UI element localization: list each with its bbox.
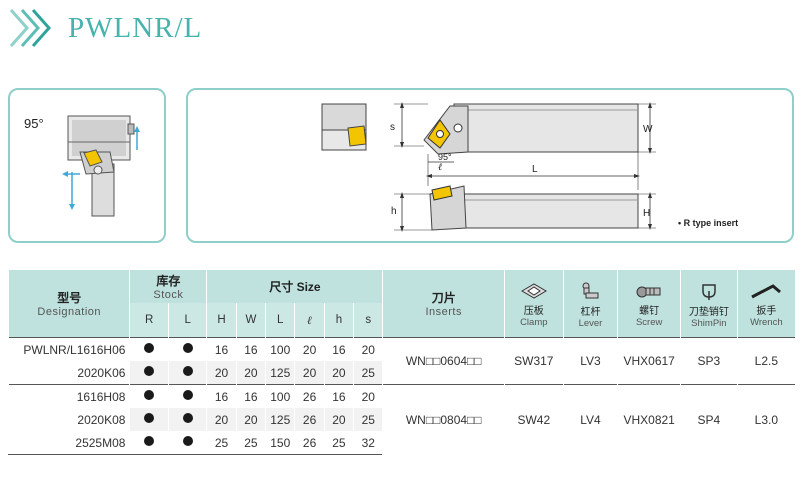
screw-header: 螺钉 Screw <box>617 270 681 338</box>
stock-l-dot <box>182 413 193 423</box>
wrench-header: 扳手 Wrench <box>736 270 795 338</box>
clamp-icon <box>520 282 547 299</box>
table-row: 2020K08 20 20 125 26 20 25 <box>7 408 796 431</box>
shimpin-cell: SP3 <box>680 337 738 385</box>
stock-header: 库存 Stock <box>129 270 207 303</box>
page-title: PWLNR/L <box>68 11 203 44</box>
stock-l-header: L <box>167 303 207 338</box>
approach-angle-label: 95° <box>24 116 44 131</box>
wrench-cell: L3.0 <box>736 384 795 455</box>
title-bar: PWLNR/L <box>8 6 202 50</box>
size-ell-header: ℓ <box>294 303 325 338</box>
shimpin-header: 刀垫销钉 ShimPin <box>680 270 738 338</box>
wrench-icon <box>751 283 782 298</box>
inserts-header: 刀片 Inserts <box>382 270 505 338</box>
orientation-drawing <box>62 115 140 217</box>
clamp-cell: SW42 <box>503 384 564 455</box>
insert-cell: WN□□0604□□ <box>382 337 505 385</box>
screw-cell: VHX0821 <box>617 384 681 455</box>
clamp-header: 压板 Clamp <box>503 270 564 338</box>
size-l-header: L <box>265 303 295 338</box>
screw-cell: VHX0617 <box>617 337 681 385</box>
lever-cell: LV3 <box>562 337 618 385</box>
size-small-h-header: h <box>323 303 354 338</box>
stock-r-dot <box>144 343 155 353</box>
clamp-cell: SW317 <box>503 337 564 385</box>
insert-cell: WN□□0804□□ <box>382 384 505 455</box>
lever-header: 杠杆 Lever <box>562 270 618 338</box>
stock-l-dot <box>182 390 193 400</box>
dim-l-label: L <box>532 164 538 175</box>
dim-s-label: s <box>390 122 395 133</box>
screw-icon <box>636 286 661 297</box>
stock-r-dot <box>144 436 155 446</box>
table-row: PWLNR/L1616H06 16 16 100 20 16 20 WN□□06… <box>7 337 795 385</box>
size-w-header: W <box>235 303 266 338</box>
stock-l-dot <box>182 343 193 353</box>
stock-r-header: R <box>129 303 169 338</box>
orientation-diagram-panel: 95° <box>8 88 166 243</box>
stock-l-dot <box>182 436 193 446</box>
designation-header: 型号 Designation <box>7 270 130 338</box>
table-row: 2020K06 20 20 125 20 20 25 <box>7 361 796 385</box>
dim-ell-label: ℓ <box>438 162 442 173</box>
dim-h-label: h <box>391 206 397 217</box>
specification-table: 型号 Designation 库存 Stock 尺寸 Size 刀片 Inser… <box>7 270 796 455</box>
lever-cell: LV4 <box>562 384 618 455</box>
shimpin-icon <box>702 283 716 300</box>
dimension-diagram-panel: s W 95° ℓ L h H • R type insert <box>186 88 794 243</box>
dim-angle-label: 95° <box>438 152 452 162</box>
dim-w-label: W <box>643 124 653 135</box>
stock-r-dot <box>144 390 155 400</box>
table-row: 2525M08 25 25 150 26 25 32 <box>7 431 796 455</box>
stock-r-dot <box>144 366 155 376</box>
stock-l-dot <box>182 366 193 376</box>
size-h-header: H <box>206 303 237 338</box>
wrench-cell: L2.5 <box>736 337 795 385</box>
size-s-header: s <box>353 303 383 338</box>
chevron-arrows-icon <box>9 9 52 47</box>
size-header: 尺寸 Size <box>206 270 383 303</box>
dim-bigh-label: H <box>643 208 650 219</box>
stock-r-dot <box>144 413 155 423</box>
table-row: 1616H08 16 16 100 26 16 20 WN□□0804□□ SW… <box>7 384 795 455</box>
lever-icon <box>582 282 599 298</box>
insert-type-legend: • R type insert <box>678 218 739 228</box>
shimpin-cell: SP4 <box>680 384 738 455</box>
dimension-drawing: s W 95° ℓ L h H <box>321 102 656 232</box>
